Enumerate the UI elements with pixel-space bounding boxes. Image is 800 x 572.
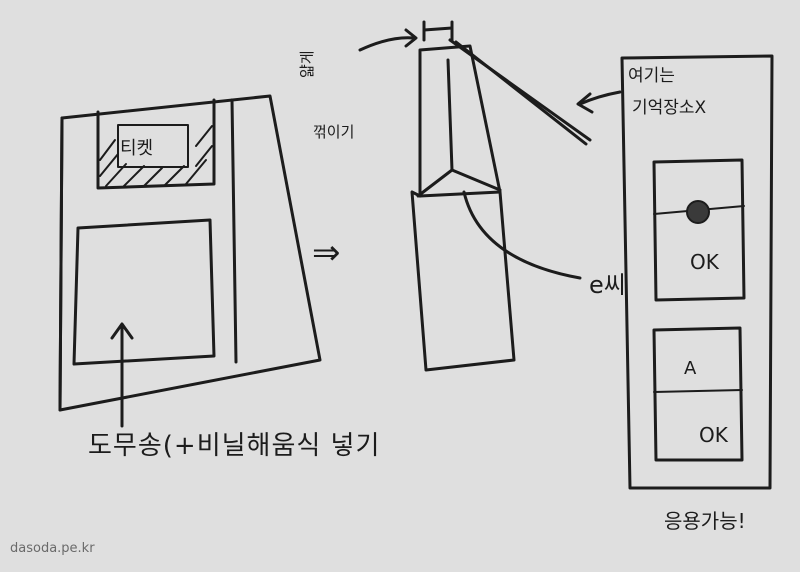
ticket-label: 티켓	[120, 138, 154, 159]
thin-pointer-head	[404, 28, 418, 48]
ticket-box	[117, 124, 189, 168]
card-outline	[620, 54, 774, 490]
stand-left-edge	[58, 116, 64, 412]
middle-fold-sketch	[358, 20, 622, 372]
implies-arrow: ⇒	[312, 233, 341, 273]
stand-inner-edge	[230, 98, 238, 364]
ok-label-2: OK	[699, 423, 728, 447]
glyph-label: A	[684, 358, 697, 379]
fold-inner-line	[446, 58, 454, 172]
ok-label-1: OK	[690, 250, 719, 274]
fold-label: 꺾이기	[313, 123, 355, 141]
right-card-sketch	[620, 54, 774, 490]
stamp-circle	[686, 200, 710, 224]
window-hatching	[99, 125, 213, 187]
slot-lower	[652, 326, 744, 462]
thin-top-edge	[422, 26, 454, 32]
here-pointer	[578, 90, 622, 106]
caption-arrow-head	[110, 322, 134, 340]
here-pointer-head	[576, 92, 594, 114]
slot-upper	[652, 158, 746, 302]
fold-flap-2	[454, 40, 588, 146]
left-caption: 도무송(+비닐해움식 넣기	[88, 431, 381, 461]
pocket-rect	[72, 218, 216, 366]
fold-lower	[410, 190, 516, 372]
apply-label: 응용가능!	[664, 509, 746, 533]
here-label-1: 여기는	[628, 66, 675, 86]
fold-triangle	[416, 168, 502, 198]
sticker-pointer	[462, 190, 582, 280]
slot-lower-divider	[653, 389, 743, 393]
thin-pointer	[358, 36, 416, 52]
watermark: dasoda.pe.kr	[10, 541, 95, 556]
window-frame	[96, 98, 216, 190]
sticker-label: e씨	[589, 271, 626, 299]
thin-label: 얇게	[298, 50, 316, 78]
left-stand-sketch	[58, 94, 322, 428]
here-label-2: 기억장소X	[632, 98, 707, 118]
